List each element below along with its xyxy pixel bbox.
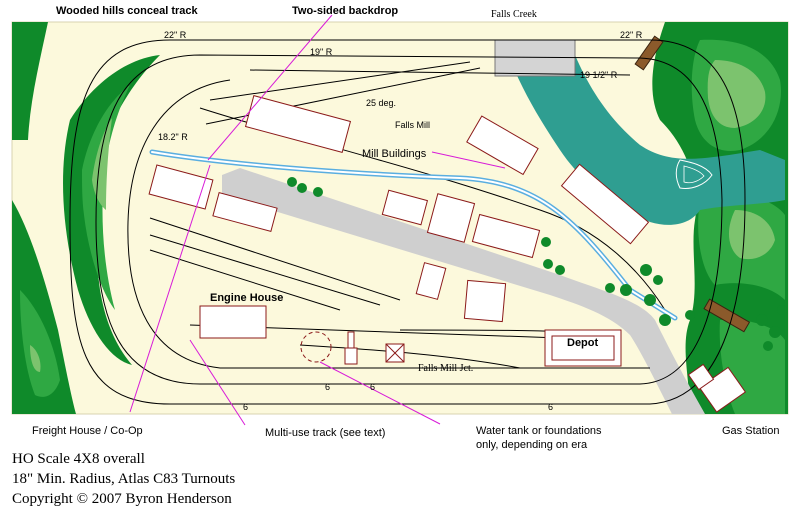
footer-radius: 18" Min. Radius, Atlas C83 Turnouts [12,471,236,487]
leader-lines [129,14,506,426]
angle-25-deg: 25 deg. [366,98,396,108]
gas-station-annex [687,363,715,391]
water-tank-symbol [300,331,332,363]
co-op-building [212,192,278,232]
gas-station-building [698,366,747,413]
freight-house-building [148,164,214,210]
falls-mill-label: Falls Mill [395,120,430,130]
engine-house-label: Engine House [210,292,283,304]
water-tank-label-1: Water tank or foundations [476,425,602,437]
mill-building-7 [463,279,507,323]
dim-six-b: 6 [370,382,375,392]
footer-copyright: Copyright © 2007 Byron Henderson [12,491,232,507]
mill-building-3 [381,189,429,226]
depot-label: Depot [567,337,599,349]
wooded-hills-label: Wooded hills conceal track [56,5,198,17]
road [222,168,705,414]
buildings [148,94,747,413]
small-shed [344,347,358,365]
mill-building-4 [426,193,476,243]
water-tank-label-2: only, depending on era [476,439,588,451]
trees [287,177,787,351]
left-wooded-hills [12,22,160,414]
creek-bridge [494,39,576,77]
tunnel-portal-top [634,35,664,71]
dim-six-d: 6 [548,402,553,412]
falls-creek [510,55,785,225]
engine-house-building [199,305,267,339]
footer-scale: HO Scale 4X8 overall [12,451,145,467]
falls-creek-label: Falls Creek [491,9,537,20]
freight-house-label: Freight House / Co-Op [32,425,143,437]
mill-building-5 [471,213,541,259]
radius-19: 19" R [310,47,333,57]
radius-22-right: 22" R [620,30,643,40]
mill-buildings-label: Mill Buildings [362,148,427,160]
radius-19-5: 19 1/2" R [580,70,618,80]
dim-six-c: 6 [243,402,248,412]
falls-mill-jct-label: Falls Mill Jct. [418,363,473,374]
mill-building-2 [560,163,650,245]
mill-building-6 [415,262,447,300]
gas-station-label: Gas Station [722,425,779,437]
dim-six-a: 6 [325,382,330,392]
tunnel-portal-right [703,298,751,333]
backdrop-label: Two-sided backdrop [292,5,398,17]
radius-18-2: 18.2" R [158,132,188,142]
radius-22-left: 22" R [164,30,187,40]
multi-use-track-label: Multi-use track (see text) [265,427,385,439]
mill-building-1 [466,115,539,176]
